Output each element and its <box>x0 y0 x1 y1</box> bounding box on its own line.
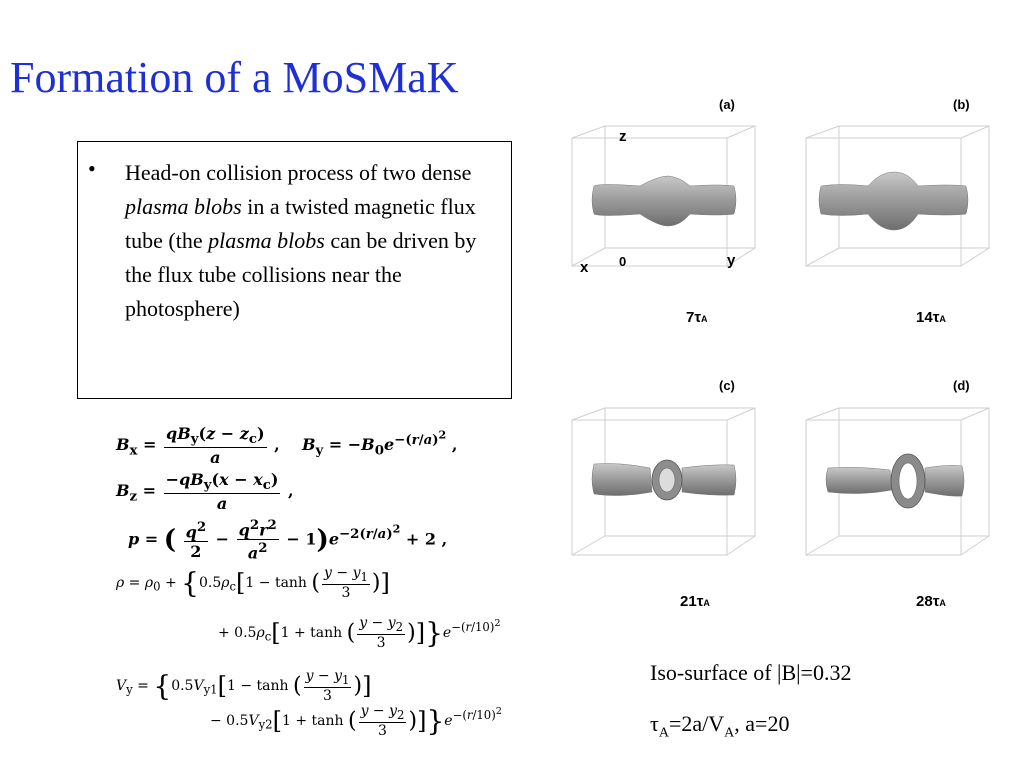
panel-c-time: 21τA <box>680 593 710 610</box>
axis-origin-label: 0 <box>619 254 627 269</box>
bullet-seg-italic: plasma blobs <box>125 194 242 219</box>
bullet-box: • Head-on collision process of two dense… <box>77 141 512 399</box>
panel-b-time: 14τA <box>916 309 946 326</box>
slide-title: Formation of a MoSMaK <box>10 53 459 102</box>
panel-c-surface <box>591 459 737 501</box>
panel-c-label: (c) <box>719 378 735 393</box>
panel-d-label: (d) <box>953 378 970 393</box>
bullet-seg: can be driven by the flux tube collision… <box>125 228 477 321</box>
panel-b-surface <box>818 171 969 231</box>
equation-bz: Bz = −qBy(x − xc)a , <box>116 470 294 514</box>
panel-a-label: (a) <box>719 97 735 112</box>
caption-tau-definition: τA=2a/VA, a=20 <box>650 711 790 741</box>
axis-x-label: x <box>580 259 589 276</box>
panel-b-label: (b) <box>953 97 970 112</box>
axis-y-label: y <box>727 252 736 269</box>
panel-a-time: 7τA <box>686 309 708 326</box>
panel-d-time: 28τA <box>916 593 946 610</box>
caption-isosurface: Iso-surface of |B|=0.32 <box>650 660 852 685</box>
equation-bx-by: Bx = qBy(z − zc)a , By = −B0e−(r/a)2 , <box>116 424 458 468</box>
axis-z-label: z <box>619 128 627 145</box>
bullet-seg: in a twisted magnetic flux tube (the <box>125 194 476 253</box>
panel-d-surface <box>825 453 965 509</box>
bullet-marker: • <box>88 156 96 181</box>
panel-a-surface <box>591 175 737 227</box>
bullet-seg: Head-on collision process of two dense <box>125 160 472 185</box>
bullet-seg-italic: plasma blobs <box>208 228 325 253</box>
bullet-text: Head-on collision process of two dense p… <box>125 156 505 326</box>
